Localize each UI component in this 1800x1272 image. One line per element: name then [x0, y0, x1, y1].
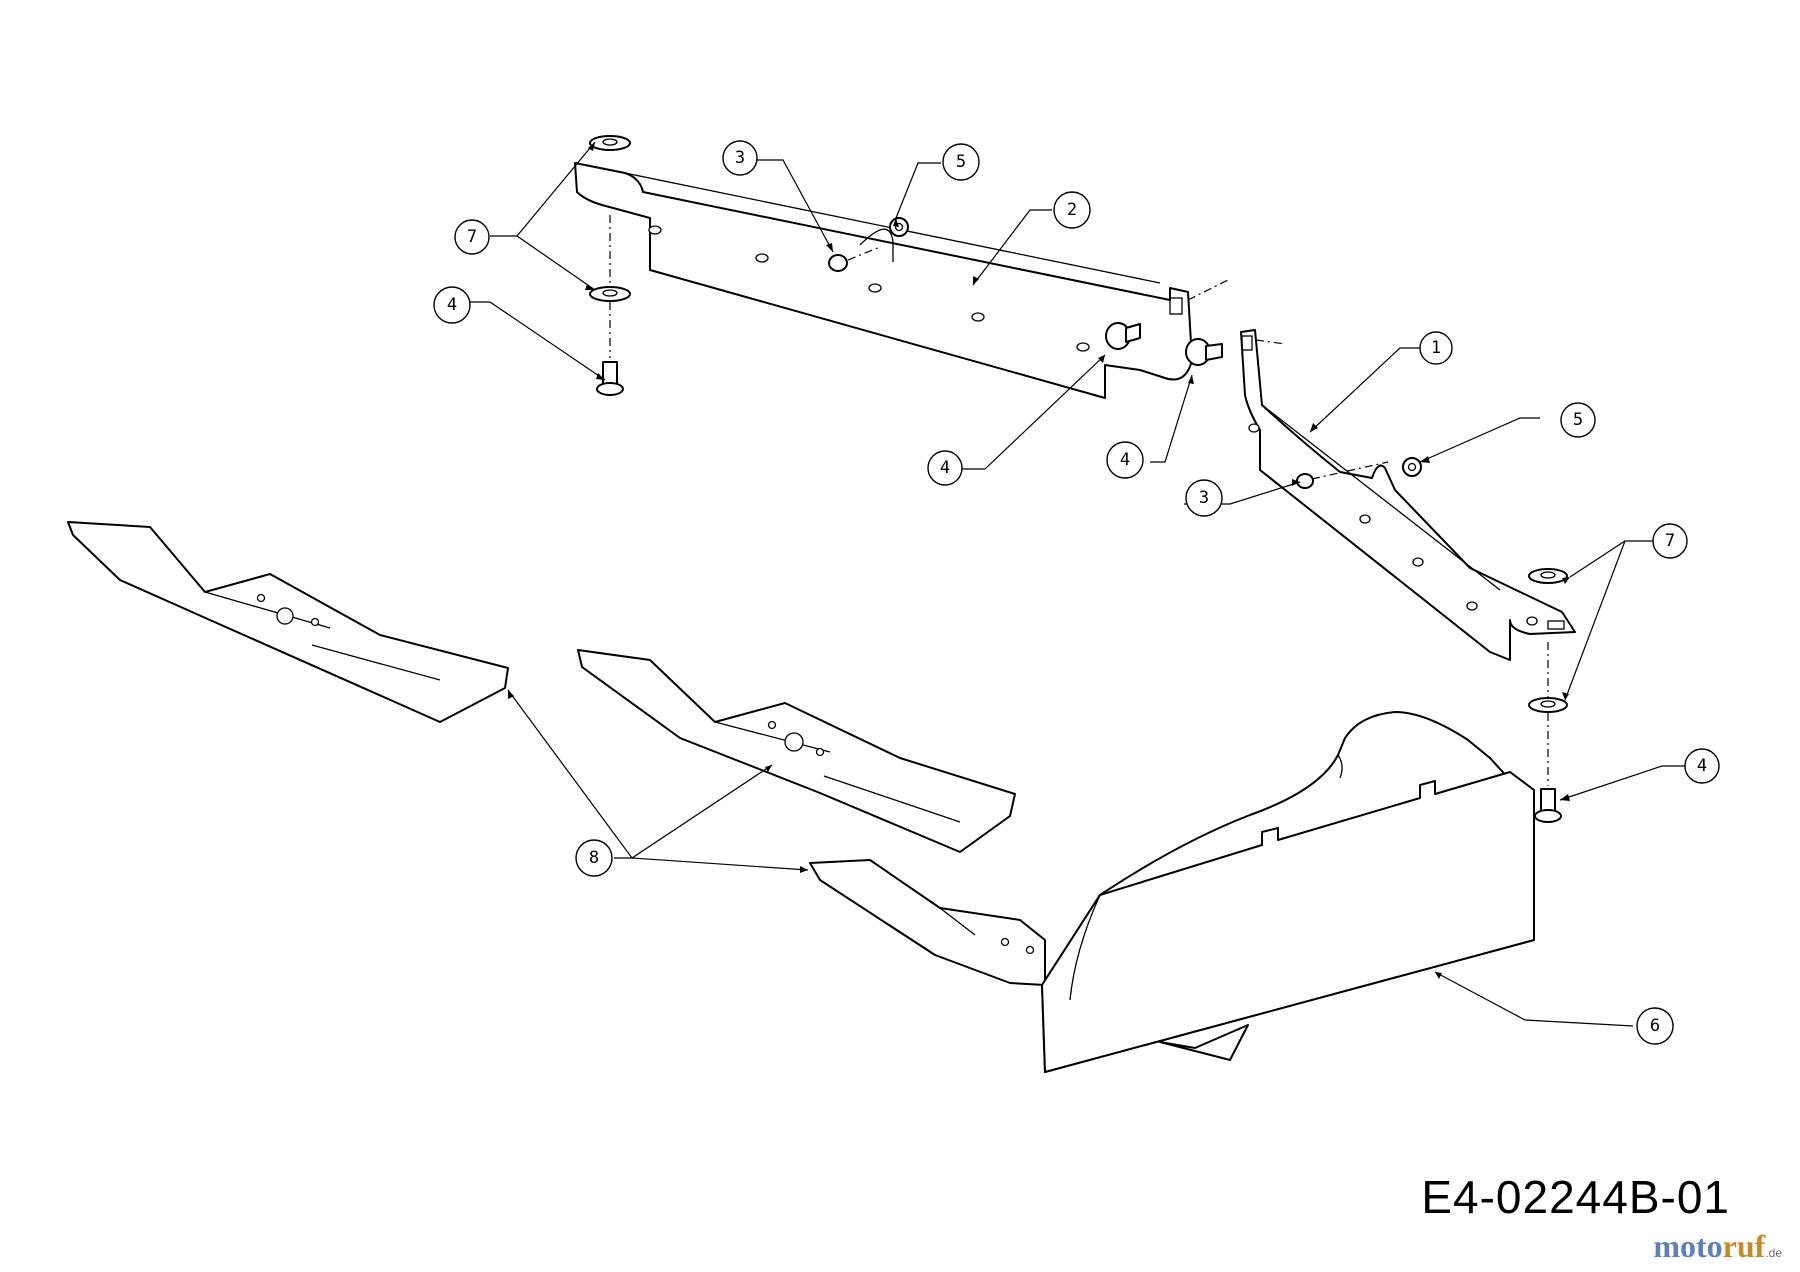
bracket-1-studs [1248, 423, 1538, 626]
brand-watermark: motoruf.de [1653, 1228, 1782, 1265]
callout-2: 2 [1053, 191, 1091, 229]
bolt-4-center [1105, 322, 1141, 350]
blade-8-left [67, 521, 509, 723]
callout-8: 8 [575, 839, 613, 877]
drawing-code: E4-02244B-01 [1421, 1171, 1730, 1223]
callout-5-top: 5 [942, 143, 980, 181]
callout-6: 6 [1636, 1007, 1674, 1045]
callout-7-left: 7 [454, 219, 490, 255]
callout-1: 1 [1419, 331, 1453, 365]
bolt-4-right-bracket [1185, 338, 1223, 366]
callout-3-top-label: 3 [735, 148, 745, 168]
callout-4-center: 4 [927, 450, 963, 486]
callout-5-right: 5 [1560, 402, 1596, 438]
callout-4-mid-label: 4 [1120, 450, 1130, 470]
callout-4-right: 4 [1684, 748, 1720, 784]
callout-6-label: 6 [1650, 1016, 1660, 1036]
brand-part2: ruf [1722, 1228, 1766, 1264]
callout-7-right: 7 [1652, 523, 1688, 559]
callout-4-center-label: 4 [940, 458, 950, 478]
bolt-3-right [1296, 473, 1314, 489]
bracket-2-studs [648, 225, 1090, 352]
blade-8-right [809, 859, 1249, 1061]
bolt-4-left [596, 361, 624, 396]
left-washer-stack [589, 135, 631, 396]
leader-arrowheads [508, 142, 1570, 979]
callout-7-left-label: 7 [467, 227, 477, 247]
bolt-4-right [1534, 788, 1562, 823]
callout-4-left-label: 4 [447, 295, 457, 315]
callout-4-right-label: 4 [1697, 756, 1707, 776]
callout-5-right-label: 5 [1573, 410, 1583, 430]
part-2-left-bracket [574, 162, 1229, 399]
callout-4-left: 4 [433, 286, 471, 324]
callout-2-label: 2 [1067, 200, 1077, 220]
callout-3-top: 3 [722, 140, 758, 176]
right-washer-stack [1528, 568, 1568, 823]
part-6-cover-plate [1041, 711, 1535, 1073]
callout-3-right: 3 [1185, 479, 1223, 517]
brand-tld: .de [1765, 1246, 1782, 1260]
bolt-3-left [828, 254, 848, 272]
callout-1-label: 1 [1431, 338, 1441, 358]
callout-7-right-label: 7 [1665, 531, 1675, 551]
brand-part1: moto [1653, 1228, 1723, 1264]
callout-5-top-label: 5 [956, 152, 966, 172]
callout-8-label: 8 [589, 848, 599, 868]
callout-4-mid: 4 [1106, 441, 1144, 479]
blade-8-center [577, 649, 1016, 853]
part-1-right-bracket [1185, 329, 1576, 661]
leader-lines [470, 141, 1685, 1027]
callout-3-right-label: 3 [1199, 488, 1209, 508]
